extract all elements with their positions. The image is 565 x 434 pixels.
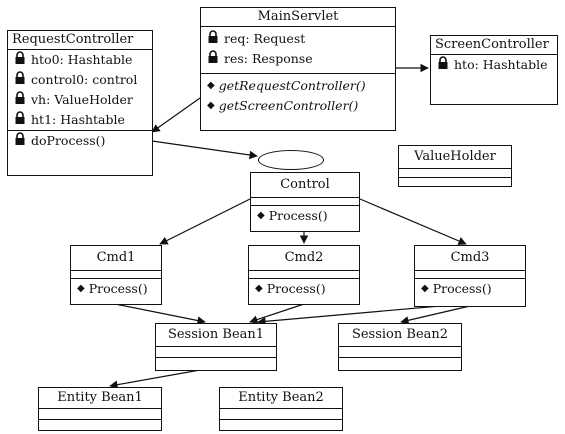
lock-icon [14,131,26,151]
link-cmd2-sessionbean1 [249,303,305,324]
class-control: Control ◆Process() [250,172,360,232]
link-mainservlet-requestcontroller [151,97,201,133]
class-main-servlet: MainServlet req: Request res: Response ◆… [200,7,396,131]
link-cmd3-sessionbean1 [257,305,441,326]
class-name: RequestController [8,31,152,50]
diamond-method-icon: ◆ [77,283,85,294]
method-section: ◆Process() [251,206,359,226]
method-row: ◆getScreenController() [201,96,395,116]
class-session-bean2: Session Bean2 [338,323,462,371]
diamond-method-icon: ◆ [207,100,215,111]
class-name: ValueHolder [399,146,511,169]
link-control-cmd1 [159,198,251,245]
lock-icon [207,29,219,49]
method-section [39,420,161,426]
method-section [220,420,342,426]
class-name: Cmd3 [415,246,525,271]
method-section: ◆Process() [249,279,359,299]
lock-icon [437,55,449,75]
attribute-section [415,271,525,279]
state-ellipse [258,150,324,170]
class-name: Cmd2 [249,246,359,271]
attribute-section [251,198,359,206]
class-name: Session Bean1 [156,324,276,347]
attribute-section: req: Request res: Response [201,27,395,74]
link-cmd1-sessionbean1 [114,303,206,325]
lock-icon [207,49,219,69]
method-row: ◆Process() [249,279,359,299]
link-cmd3-sessionbean2 [400,305,471,325]
method-row: ◆Process() [415,279,525,299]
diamond-method-icon: ◆ [421,283,429,294]
class-session-bean1: Session Bean1 [155,323,277,371]
method-section [399,178,511,184]
attribute-row: ht1: Hashtable [8,110,152,130]
diamond-method-icon: ◆ [207,80,215,91]
attribute-section [339,347,461,358]
method-section [339,358,461,364]
class-request-controller: RequestController hto0: Hashtable contro… [7,30,153,176]
method-section: doProcess() [8,131,152,151]
lock-icon [14,50,26,70]
attribute-row: req: Request [201,29,395,49]
diamond-method-icon: ◆ [257,210,265,221]
link-sessionbean1-entitybean1 [109,369,201,389]
method-row: ◆getRequestController() [201,76,395,96]
class-name: Session Bean2 [339,324,461,347]
attribute-section [39,409,161,420]
method-section: ◆Process() [71,279,161,299]
attribute-section [220,409,342,420]
class-name: Entity Bean1 [39,388,161,409]
class-screen-controller: ScreenController hto: Hashtable [430,35,558,105]
class-name: Control [251,173,359,198]
class-value-holder: ValueHolder [398,145,512,187]
link-control-cmd3 [359,198,467,245]
lock-icon [14,70,26,90]
attribute-section: hto0: Hashtable control0: control vh: Va… [8,50,152,131]
class-name: Entity Bean2 [220,388,342,409]
class-cmd1: Cmd1 ◆Process() [70,245,162,305]
attribute-section [71,271,161,279]
method-section: ◆getRequestController() ◆getScreenContro… [201,74,395,116]
attribute-row: res: Response [201,49,395,69]
class-entity-bean2: Entity Bean2 [219,387,343,431]
class-name: ScreenController [431,36,557,55]
lock-icon [14,90,26,110]
class-name: MainServlet [201,8,395,27]
attribute-row: hto0: Hashtable [8,50,152,70]
attribute-section [399,169,511,178]
attribute-section [156,347,276,358]
lock-icon [14,110,26,130]
link-requestcontroller-ellipse [151,140,258,160]
class-cmd3: Cmd3 ◆Process() [414,245,526,307]
class-entity-bean1: Entity Bean1 [38,387,162,431]
method-row: doProcess() [8,131,152,151]
attribute-row: vh: ValueHolder [8,90,152,110]
method-row: ◆Process() [251,206,359,226]
class-cmd2: Cmd2 ◆Process() [248,245,360,305]
method-row: ◆Process() [71,279,161,299]
diamond-method-icon: ◆ [255,283,263,294]
attribute-section [249,271,359,279]
attribute-section: hto: Hashtable [431,55,557,75]
class-name: Cmd1 [71,246,161,271]
attribute-row: hto: Hashtable [431,55,557,75]
method-section: ◆Process() [415,279,525,299]
method-section [156,358,276,364]
attribute-row: control0: control [8,70,152,90]
